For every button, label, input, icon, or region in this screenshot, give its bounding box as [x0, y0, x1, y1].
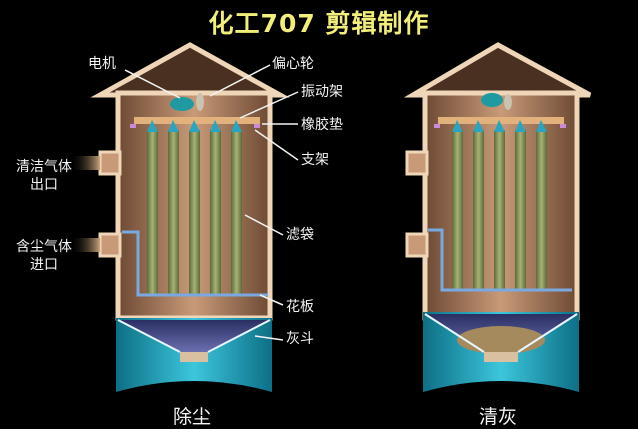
- label-rubber-pad: 橡胶垫: [301, 117, 343, 133]
- label-dusty-gas-inlet: 含尘气体 进口: [16, 239, 72, 273]
- eccentric-wheel-icon: [504, 94, 512, 110]
- right-unit: [403, 42, 592, 392]
- label-ash-hopper: 灰斗: [286, 331, 314, 347]
- label-support: 支架: [301, 152, 329, 168]
- left-unit: [70, 42, 290, 392]
- label-filter-bag: 滤袋: [286, 227, 314, 243]
- filter-bags: [452, 120, 547, 290]
- caption-ash-cleaning: 清灰: [479, 406, 518, 428]
- filter-bags: [147, 120, 242, 295]
- label-motor: 电机: [88, 56, 116, 72]
- label-vibration-frame: 振动架: [301, 84, 343, 100]
- motor-icon: [170, 97, 194, 111]
- label-tube-sheet: 花板: [286, 299, 314, 315]
- label-clean-gas-outlet: 清洁气体 出口: [16, 159, 72, 193]
- motor-icon: [481, 93, 503, 107]
- page-title: 化工707 剪辑制作: [208, 9, 430, 38]
- eccentric-wheel-icon: [196, 93, 204, 111]
- caption-dust-removal: 除尘: [173, 406, 212, 428]
- leader-lines: [124, 64, 299, 341]
- label-eccentric-wheel: 偏心轮: [272, 56, 314, 72]
